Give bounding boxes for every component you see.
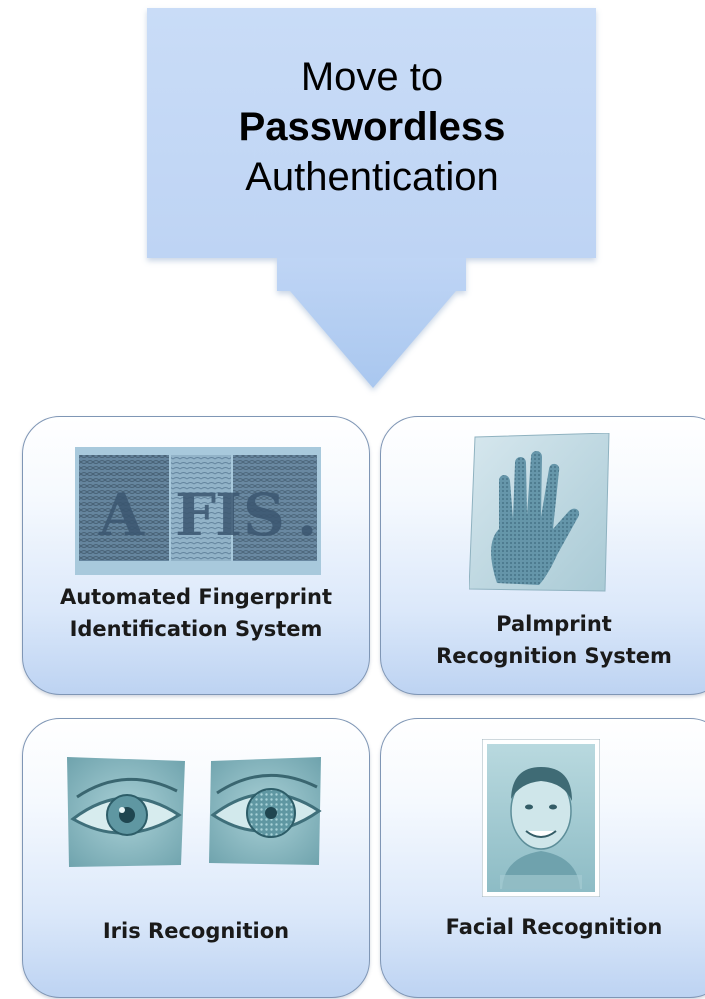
svg-text:.: . <box>297 481 317 549</box>
afis-fingerprint-image: A F I S . <box>75 447 321 575</box>
card-facial-label-line-1: Facial Recognition <box>445 915 663 939</box>
portrait-photo <box>482 739 600 897</box>
card-palmprint-label: Palmprint Recognition System <box>381 608 705 672</box>
palmprint-image <box>469 433 610 592</box>
card-iris: Iris Recognition <box>22 718 370 998</box>
callout-shape <box>147 8 596 388</box>
card-palmprint-label-line-1: Palmprint <box>496 612 612 636</box>
card-afis: A F I S . Automated Fingerprint Identifi… <box>22 416 370 695</box>
card-iris-label-line-1: Iris Recognition <box>102 919 290 943</box>
card-afis-label: Automated Fingerprint Identification Sys… <box>23 581 369 645</box>
card-afis-label-line-2: Identification System <box>69 617 323 641</box>
callout-arrow: Move to Passwordless Authentication <box>0 0 705 400</box>
card-palmprint: Palmprint Recognition System <box>380 416 705 695</box>
svg-text:I: I <box>215 481 242 549</box>
eye-image-right <box>209 757 322 865</box>
card-iris-label: Iris Recognition <box>23 915 369 947</box>
callout-line-1: Move to <box>300 55 444 99</box>
card-facial-label: Facial Recognition <box>381 911 705 943</box>
svg-text:A: A <box>98 481 145 549</box>
callout-text: Move to Passwordless Authentication <box>148 52 596 202</box>
svg-text:F: F <box>175 481 216 549</box>
svg-text:S: S <box>243 481 285 549</box>
card-palmprint-label-line-2: Recognition System <box>436 644 672 668</box>
card-afis-label-line-1: Automated Fingerprint <box>59 585 333 609</box>
callout-line-3: Authentication <box>245 155 499 199</box>
eye-image-left <box>67 757 185 867</box>
card-facial: Facial Recognition <box>380 718 705 998</box>
callout-line-2: Passwordless <box>238 105 506 149</box>
